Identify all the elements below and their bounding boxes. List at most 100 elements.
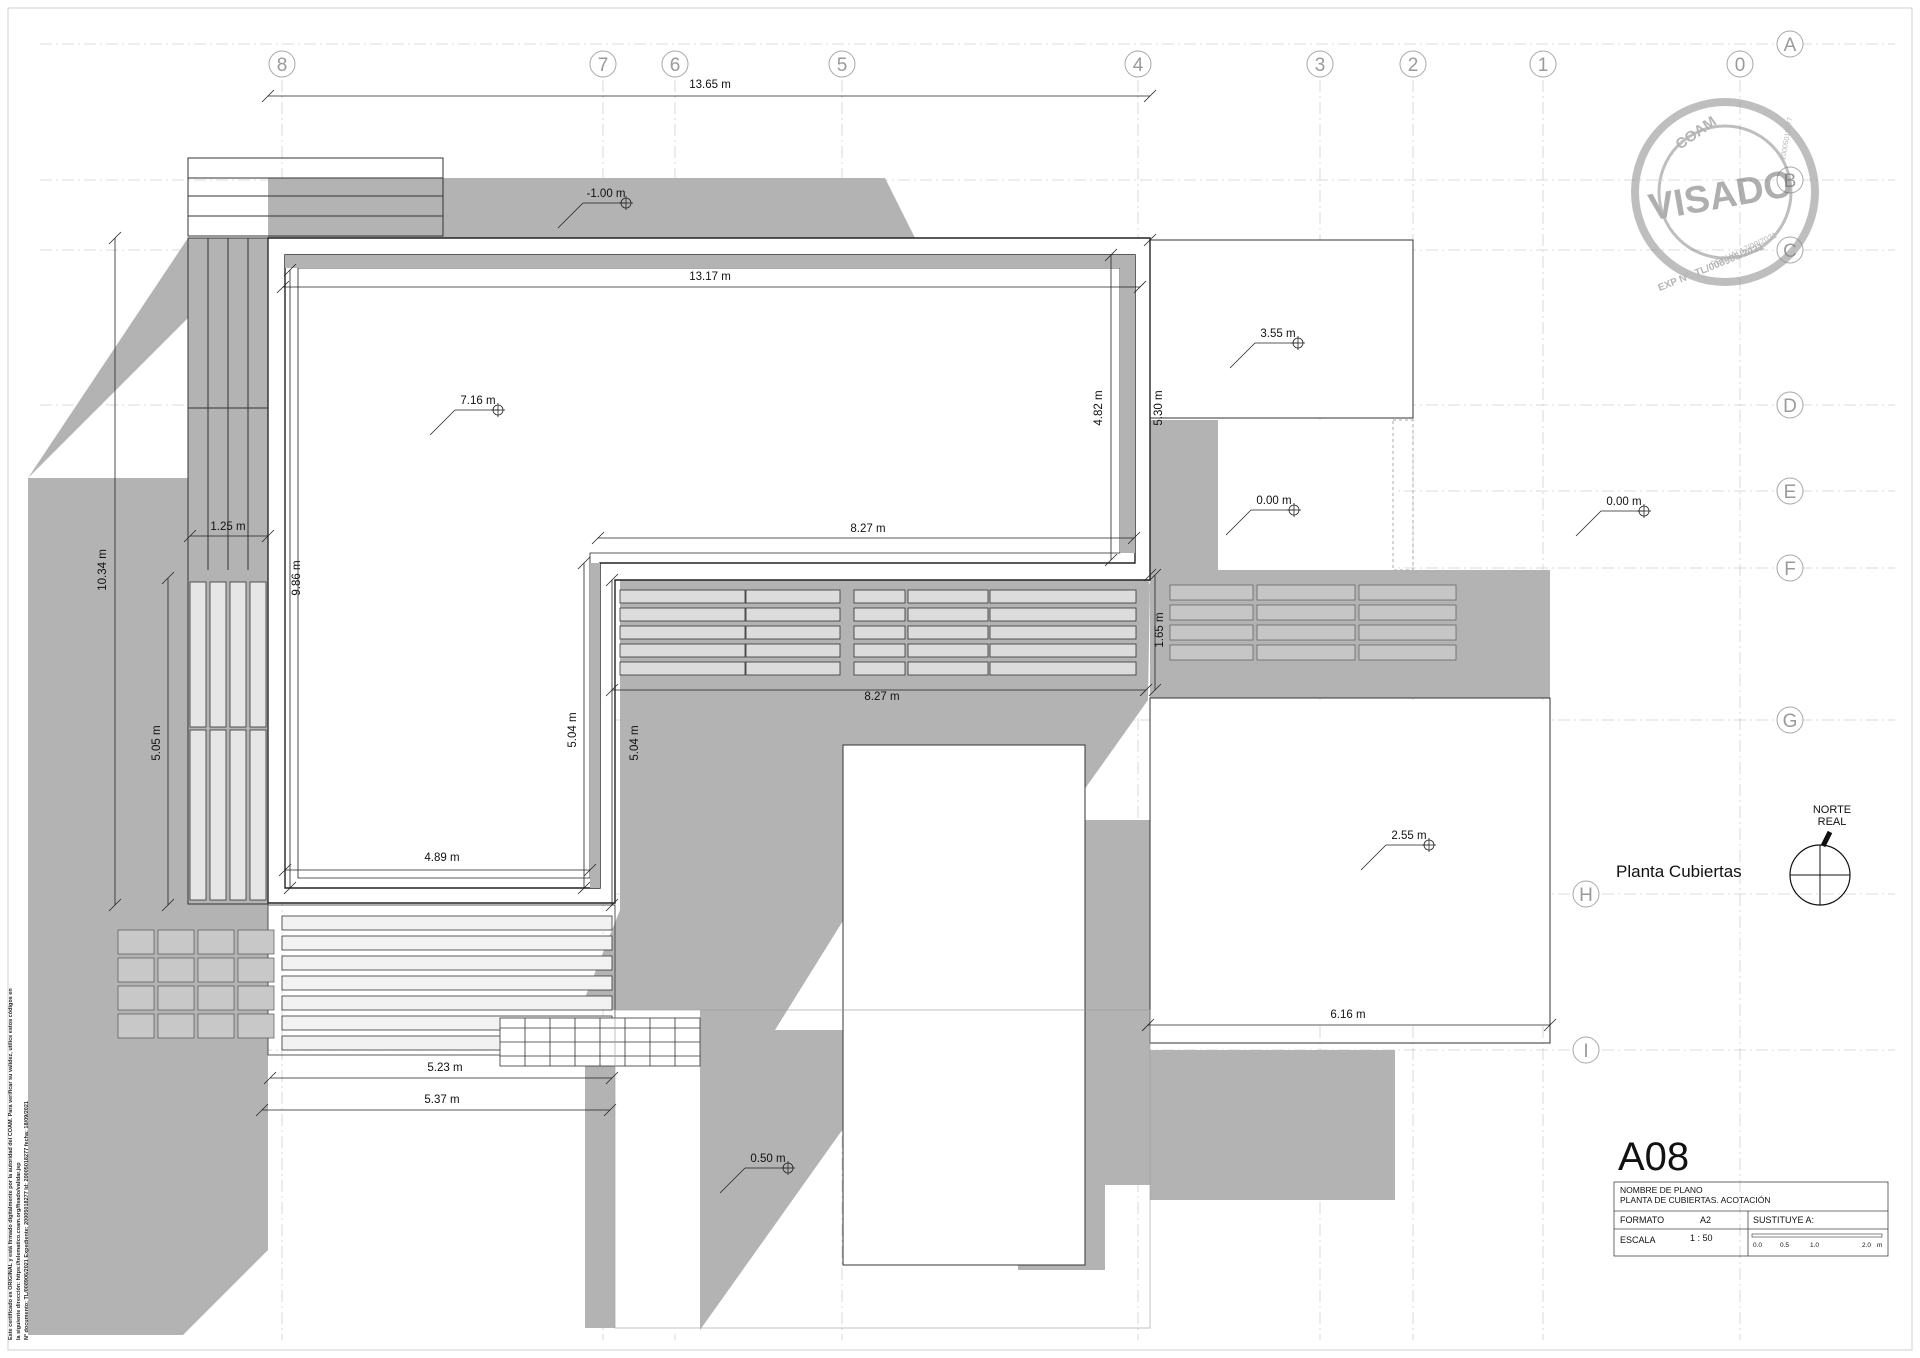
level-leader <box>1225 509 1252 536</box>
grid-label-col: 7 <box>598 55 609 76</box>
grid-label-row: D <box>1783 396 1797 417</box>
dim-outer-step: 5.04 m <box>629 725 641 760</box>
tb-format-value: A2 <box>1700 1215 1711 1225</box>
grid-label-col: 6 <box>670 55 681 76</box>
sheet-number: A08 <box>1618 1135 1689 1179</box>
solar-panel <box>907 625 989 640</box>
right-stair <box>1392 419 1414 571</box>
solar-panel <box>281 915 613 931</box>
tb-name-label: NOMBRE DE PLANO <box>1620 1185 1703 1195</box>
dim-tick <box>1143 89 1157 103</box>
grid-bubble-col <box>1726 50 1754 78</box>
grid-label-row: E <box>1784 482 1797 503</box>
solar-panel <box>237 929 275 955</box>
title-block-frame <box>1613 1181 1889 1257</box>
solar-panel <box>157 985 195 1011</box>
dim-tick <box>108 898 122 912</box>
dim-tick <box>1543 1018 1557 1032</box>
solar-panel <box>745 607 841 622</box>
solar-panel <box>281 935 613 951</box>
dim-tick <box>283 263 297 277</box>
solar-panel <box>989 643 1137 658</box>
dim-inner-top: 13.17 m <box>689 271 731 283</box>
level-markers <box>429 196 1651 1194</box>
solar-panels-left <box>189 581 267 901</box>
solar-panel <box>619 661 746 676</box>
dim-tick <box>577 556 591 570</box>
dim-tick <box>283 881 297 895</box>
north-arrow: NORTE REAL <box>1789 804 1851 906</box>
dim-tick <box>605 573 619 587</box>
solar-panels-bottom-left <box>117 929 275 1039</box>
level-leader <box>1229 342 1256 369</box>
dim-left-overall: 10.34 m <box>97 549 109 591</box>
solar-panel <box>237 1013 275 1039</box>
light-plane-terrace <box>1218 420 1395 570</box>
grid-label-col: 3 <box>1315 55 1326 76</box>
dim-tick <box>161 571 175 585</box>
solar-panel <box>1256 584 1356 601</box>
solar-panel <box>1358 624 1457 641</box>
dim-tick <box>1139 683 1153 697</box>
solar-panel <box>117 957 155 983</box>
solar-panel <box>907 607 989 622</box>
level-leader <box>1575 510 1602 537</box>
sheet-border <box>7 7 1913 1351</box>
level-labels: -1.00 m 7.16 m 3.55 m 0.00 m 0.00 m 2.55… <box>460 188 1641 1165</box>
tb-format-label: FORMATO <box>1620 1215 1664 1225</box>
level-leader <box>429 409 456 436</box>
stamp-inner-ring <box>1657 124 1793 260</box>
light-planes <box>615 240 1550 1330</box>
solar-panel <box>1169 624 1254 641</box>
solar-panel <box>1256 624 1356 641</box>
solar-panel <box>745 589 841 604</box>
north-pointer-icon <box>1820 830 1833 848</box>
solar-panels-right <box>1169 584 1457 661</box>
solar-panel <box>209 581 227 728</box>
dim-tick <box>1143 233 1157 247</box>
graphic-scale-bar <box>1751 1233 1883 1238</box>
solar-panel <box>853 625 906 640</box>
dim-tick <box>1148 683 1162 697</box>
dim-tick <box>1104 553 1118 567</box>
grid-bubble-col <box>828 50 856 78</box>
dimension-lines <box>108 89 1557 1117</box>
solar-panel <box>237 957 275 983</box>
grid-label-col: 4 <box>1133 55 1144 76</box>
dim-left-inner: 9.86 m <box>291 560 303 595</box>
solar-panel <box>1358 584 1457 601</box>
grid-label-col: 1 <box>1538 55 1549 76</box>
scale-tick: 0.5 <box>1780 1242 1789 1249</box>
scale-tick: 1.0 <box>1810 1242 1819 1249</box>
dim-inner-step: 5.04 m <box>567 712 579 747</box>
dim-left-lower: 5.05 m <box>151 725 163 760</box>
solar-panel <box>157 1013 195 1039</box>
dim-right-outer: 5.30 m <box>1153 390 1165 425</box>
dim-tick <box>276 280 290 294</box>
parapet-shading <box>285 255 1135 888</box>
grid-bubble-col <box>1306 50 1334 78</box>
dim-tick <box>108 231 122 245</box>
garden-area <box>614 1009 1151 1329</box>
solar-panel <box>249 729 267 901</box>
grid-label-row: A <box>1784 35 1797 56</box>
grid-bubble-row <box>1776 391 1804 419</box>
dimension-labels: 13.65 m 13.17 m 4.82 m 5.30 m 10.34 m 9.… <box>97 79 1366 1106</box>
level-terrace: 0.00 m <box>1256 495 1291 507</box>
solar-panel <box>197 957 235 983</box>
solar-panel <box>989 607 1137 622</box>
dim-tick <box>1127 531 1141 545</box>
solar-panel <box>853 661 906 676</box>
dim-tick <box>603 1103 617 1117</box>
solar-panel <box>1169 584 1254 601</box>
parapet-step <box>590 563 600 888</box>
solar-panel <box>1169 644 1254 661</box>
grid-bubble-row <box>1572 880 1600 908</box>
cert-line-1: Este certificado es ORIGINAL y está firm… <box>8 988 14 1340</box>
stamp-org: COAM <box>1673 113 1720 153</box>
solar-panel <box>989 661 1137 676</box>
level-main-roof: 7.16 m <box>460 395 495 407</box>
parapet-top <box>285 255 1135 268</box>
cert-line-3: Nº documento: TL/008906/2021 Expediente:… <box>24 1101 30 1340</box>
dim-tick <box>161 898 175 912</box>
